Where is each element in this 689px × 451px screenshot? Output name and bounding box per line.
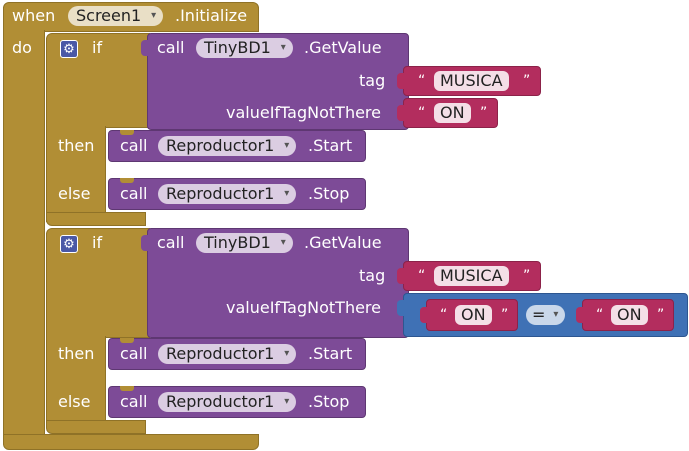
getvalue1-tag-label: tag (359, 71, 386, 90)
call-start-1-method: .Start (308, 136, 353, 155)
getvalue2-default-label: valueIfTagNotThere (226, 298, 381, 317)
call-stop-2-method: .Stop (308, 392, 350, 411)
if2-if-label: if (92, 233, 103, 252)
quote-close-icon: ” (523, 268, 531, 284)
quote-open-icon: “ (440, 307, 448, 323)
event-component-dropdown[interactable]: Screen1 ▾ (68, 6, 164, 26)
if-block-2-spine (46, 336, 106, 428)
quote-close-icon: ” (480, 105, 488, 121)
if-block-2-footer (46, 420, 146, 434)
compare-right-value[interactable]: ON (611, 305, 648, 325)
text-block-default-1[interactable] (403, 98, 498, 128)
chevron-down-icon: ▾ (151, 10, 157, 21)
call-start-2-label: call (120, 344, 148, 363)
call-stop-1-component: Reproductor1 (166, 184, 275, 203)
quote-close-icon: ” (523, 73, 531, 89)
call-start-2-method: .Start (308, 344, 353, 363)
getvalue2-db-name: TinyBD1 (204, 233, 271, 252)
call-start-1-notch (120, 130, 134, 135)
if1-else-label: else (58, 184, 91, 203)
text-default-1-connector (397, 105, 405, 121)
call-start-1-label: call (120, 136, 148, 155)
quote-close-icon: ” (657, 307, 665, 323)
getvalue1-call-label: call (157, 38, 185, 57)
event-name-label: .Initialize (175, 6, 248, 25)
if-block-1-spine (46, 126, 106, 222)
call-stop-1-notch (120, 178, 134, 183)
call-stop-2-component: Reproductor1 (166, 392, 275, 411)
text-default-1-value[interactable]: ON (434, 103, 471, 123)
call-start-2-component-dropdown[interactable]: Reproductor1 ▾ (158, 344, 297, 364)
compare-right-connector (576, 307, 584, 323)
gear-icon[interactable]: ⚙ (60, 40, 78, 58)
event-block-body-spine (3, 30, 45, 438)
compare-left-connector (420, 307, 428, 323)
compare-operator: = (532, 305, 546, 324)
getvalue2-tag-label: tag (359, 266, 386, 285)
event-component-name: Screen1 (76, 6, 142, 25)
getvalue-1-connector (141, 40, 149, 56)
getvalue2-db-dropdown[interactable]: TinyBD1 ▾ (196, 233, 293, 253)
gear-icon[interactable]: ⚙ (60, 235, 78, 253)
compare-connector (397, 300, 405, 316)
event-block-footer (3, 434, 259, 450)
quote-open-icon: “ (418, 105, 426, 121)
call-stop-2-label: call (120, 392, 148, 411)
text-tag-1-connector (397, 73, 405, 89)
getvalue1-db-dropdown[interactable]: TinyBD1 ▾ (196, 38, 293, 58)
chevron-down-icon: ▾ (280, 237, 286, 248)
chevron-down-icon: ▾ (284, 396, 290, 407)
call-stop-2-notch (120, 386, 134, 391)
quote-open-icon: “ (418, 73, 426, 89)
compare-left-value[interactable]: ON (455, 305, 492, 325)
call-stop-2-component-dropdown[interactable]: Reproductor1 ▾ (158, 392, 297, 412)
if2-else-label: else (58, 392, 91, 411)
compare-operator-dropdown[interactable]: = ▾ (526, 305, 566, 325)
call-stop-1-component-dropdown[interactable]: Reproductor1 ▾ (158, 184, 297, 204)
chevron-down-icon: ▾ (280, 42, 286, 53)
call-stop-1-method: .Stop (308, 184, 350, 203)
chevron-down-icon: ▾ (284, 140, 290, 151)
text-tag-2-connector (397, 268, 405, 284)
call-start-2-component: Reproductor1 (166, 344, 275, 363)
getvalue1-default-label: valueIfTagNotThere (226, 103, 381, 122)
text-tag-1-value[interactable]: MUSICA (434, 71, 509, 91)
event-when-label: when (12, 6, 56, 25)
call-start-2-notch (120, 338, 134, 343)
chevron-down-icon: ▾ (553, 309, 559, 320)
chevron-down-icon: ▾ (284, 188, 290, 199)
call-stop-1-label: call (120, 184, 148, 203)
getvalue1-method-label: .GetValue (304, 38, 382, 57)
if-block-1-footer (46, 212, 146, 226)
text-tag-2-value[interactable]: MUSICA (434, 266, 509, 286)
call-start-1-component-dropdown[interactable]: Reproductor1 ▾ (158, 136, 297, 156)
if1-if-label: if (92, 38, 103, 57)
quote-open-icon: “ (418, 268, 426, 284)
call-start-1-component: Reproductor1 (166, 136, 275, 155)
if2-then-label: then (58, 344, 95, 363)
chevron-down-icon: ▾ (284, 348, 290, 359)
quote-close-icon: ” (501, 307, 509, 323)
getvalue-2-connector (141, 235, 149, 251)
getvalue2-method-label: .GetValue (304, 233, 382, 252)
getvalue1-db-name: TinyBD1 (204, 38, 271, 57)
event-do-label: do (12, 38, 32, 57)
getvalue2-call-label: call (157, 233, 185, 252)
quote-open-icon: “ (596, 307, 604, 323)
if1-then-label: then (58, 136, 95, 155)
